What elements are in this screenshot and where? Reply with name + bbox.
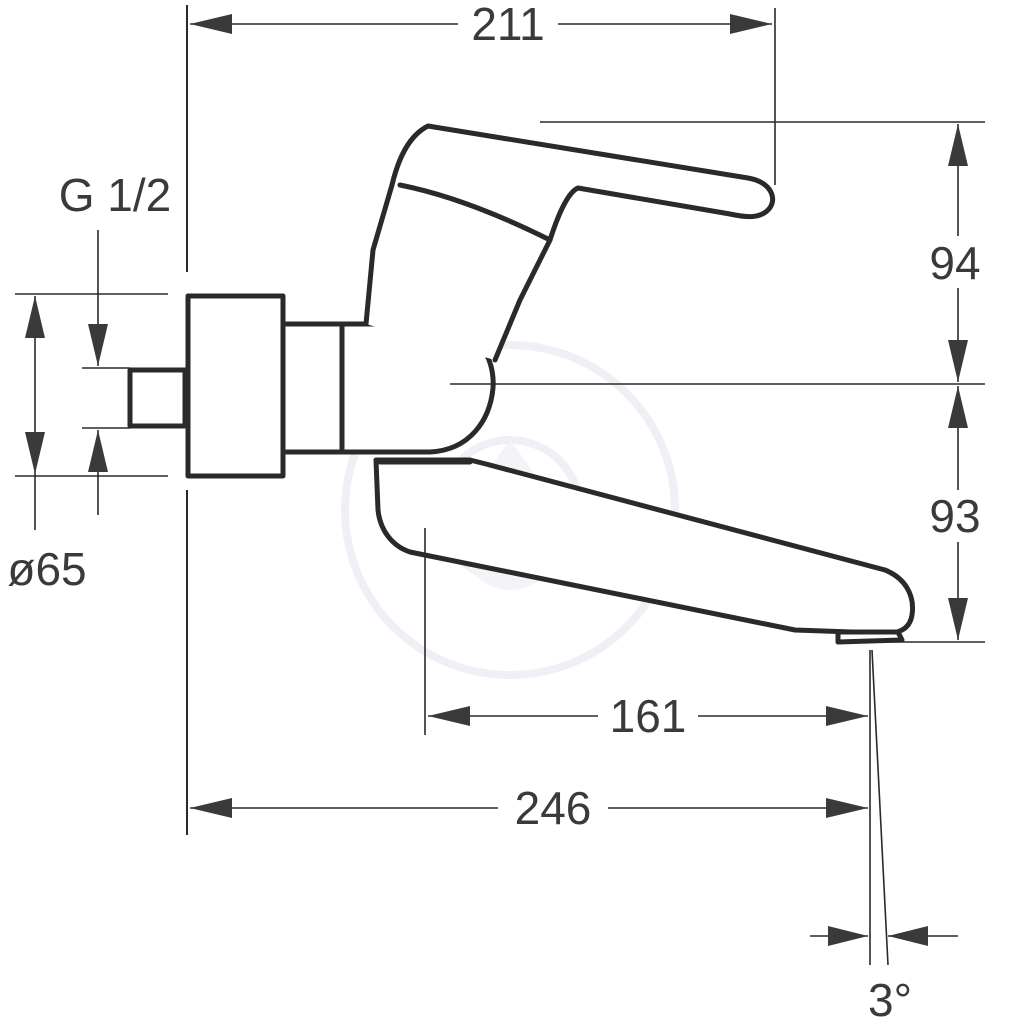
arrow-246-right	[826, 798, 868, 818]
label-connection: G 1/2	[59, 169, 172, 221]
arrow-211-left	[190, 14, 232, 34]
label-diameter: ø65	[7, 543, 86, 595]
label-94: 94	[929, 237, 980, 289]
inlet-connector	[127, 367, 188, 429]
label-246: 246	[515, 782, 592, 834]
arrow-94-top	[948, 124, 968, 166]
label-211: 211	[471, 0, 544, 50]
arrow-93-top	[948, 386, 968, 428]
arrow-angle-right	[888, 926, 928, 946]
lever-band	[397, 182, 553, 243]
arrow-connection-bottom	[88, 430, 108, 472]
wall-rosette	[185, 293, 286, 479]
lever-handle	[363, 123, 775, 363]
dimension-246: 246	[190, 782, 868, 834]
label-angle: 3°	[868, 974, 912, 1024]
arrow-161-left	[428, 706, 470, 726]
label-93: 93	[929, 490, 980, 542]
arrow-diameter-bottom	[25, 432, 45, 474]
dimension-93: 93	[845, 386, 995, 643]
dimension-161: 161	[424, 528, 868, 742]
label-161: 161	[610, 690, 687, 742]
dimension-211: 211	[190, 0, 776, 185]
arrow-211-right	[730, 14, 772, 34]
arrow-94-bottom	[948, 340, 968, 382]
dimension-diameter: ø65	[7, 293, 168, 595]
aerator	[835, 629, 905, 645]
spout-angled-line	[871, 649, 889, 966]
dimension-angle: 3°	[810, 649, 958, 1024]
faucet-body	[127, 123, 916, 645]
dimension-94: 94	[450, 121, 995, 385]
arrow-connection-top	[88, 324, 108, 366]
arrow-93-bottom	[948, 598, 968, 640]
spout	[373, 457, 916, 636]
arrow-angle-left	[828, 926, 868, 946]
arrow-246-left	[190, 798, 232, 818]
dimension-connection: G 1/2	[59, 169, 172, 515]
arrow-161-right	[826, 706, 868, 726]
arrow-diameter-top	[25, 296, 45, 338]
